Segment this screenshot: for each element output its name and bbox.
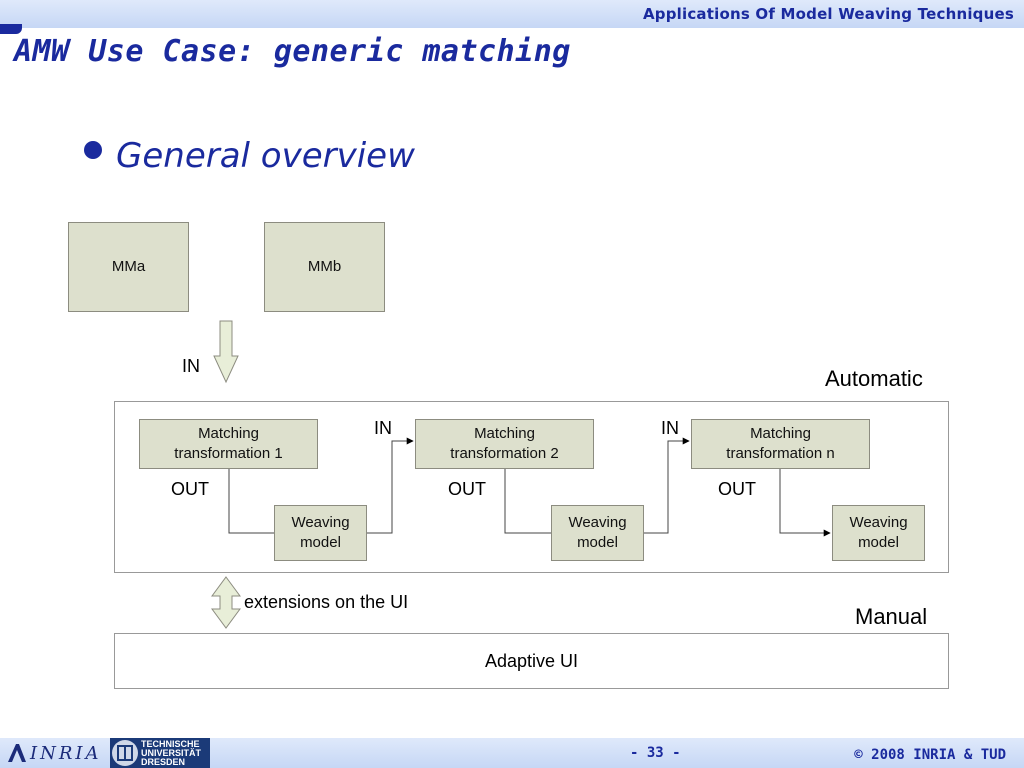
connector-w2-to-tn — [644, 437, 690, 534]
adaptive-ui-box: Adaptive UI — [114, 633, 949, 689]
corner-decoration — [0, 24, 22, 34]
matching-transformation-n-box: Matching transformation n — [691, 419, 870, 469]
slide-title: AMW Use Case: generic matching — [14, 34, 571, 69]
out-label-2: OUT — [448, 479, 486, 499]
inria-logo: INRIA — [6, 741, 106, 765]
in-label-2: IN — [374, 418, 392, 438]
tud-wordmark: TECHNISCHE UNIVERSITÄT DRESDEN — [141, 738, 202, 767]
in-label-n: IN — [661, 418, 679, 438]
matching-transformation-n-line1: Matching — [750, 425, 811, 442]
matching-transformation-2-line1: Matching — [474, 425, 535, 442]
bullet-text: General overview — [116, 136, 415, 176]
out-label-n: OUT — [718, 479, 756, 499]
weaving-model-1-line1: Weaving — [291, 514, 350, 531]
extensions-label: extensions on the UI — [244, 592, 409, 612]
in-label-main: IN — [182, 356, 200, 376]
weaving-model-n-box: Weaving model — [832, 505, 925, 561]
weaving-model-2-box: Weaving model — [551, 505, 644, 561]
connector-t2-to-w2 — [504, 469, 551, 534]
top-banner — [0, 0, 1024, 28]
tud-logo: TECHNISCHE UNIVERSITÄT DRESDEN — [110, 738, 210, 768]
double-arrow-icon — [211, 576, 241, 629]
bullet-dot-icon — [84, 141, 102, 159]
weaving-model-1-line2: model — [300, 534, 341, 551]
connector-tn-to-wn — [779, 469, 831, 537]
matching-transformation-2-line2: transformation 2 — [450, 445, 559, 462]
inria-wordmark: INRIA — [30, 742, 102, 764]
page-number: - 33 - — [630, 745, 681, 761]
weaving-model-n-line1: Weaving — [849, 514, 908, 531]
inria-mark-icon — [8, 744, 26, 762]
out-label-1: OUT — [171, 479, 209, 499]
matching-transformation-n-line2: transformation n — [726, 445, 835, 462]
metamodel-b-box: MMb — [264, 222, 385, 312]
metamodel-b-label: MMb — [307, 258, 342, 275]
weaving-model-2-line2: model — [577, 534, 618, 551]
connector-w1-to-t2 — [367, 437, 414, 534]
down-arrow-icon — [213, 320, 239, 384]
matching-transformation-1-box: Matching transformation 1 — [139, 419, 318, 469]
tud-emblem-icon — [112, 740, 138, 766]
copyright: © 2008 INRIA & TUD — [854, 747, 1006, 763]
connector-t1-to-w1 — [228, 469, 274, 534]
weaving-model-1-box: Weaving model — [274, 505, 367, 561]
weaving-model-n-line2: model — [858, 534, 899, 551]
matching-transformation-1-line2: transformation 1 — [174, 445, 283, 462]
matching-transformation-2-box: Matching transformation 2 — [415, 419, 594, 469]
metamodel-a-box: MMa — [68, 222, 189, 312]
metamodel-a-label: MMa — [111, 258, 146, 275]
matching-transformation-1-line1: Matching — [198, 425, 259, 442]
weaving-model-2-line1: Weaving — [568, 514, 627, 531]
header-title: Applications Of Model Weaving Techniques — [642, 5, 1014, 23]
automatic-label: Automatic — [825, 366, 923, 391]
adaptive-ui-label: Adaptive UI — [484, 650, 579, 671]
manual-label: Manual — [855, 604, 928, 629]
